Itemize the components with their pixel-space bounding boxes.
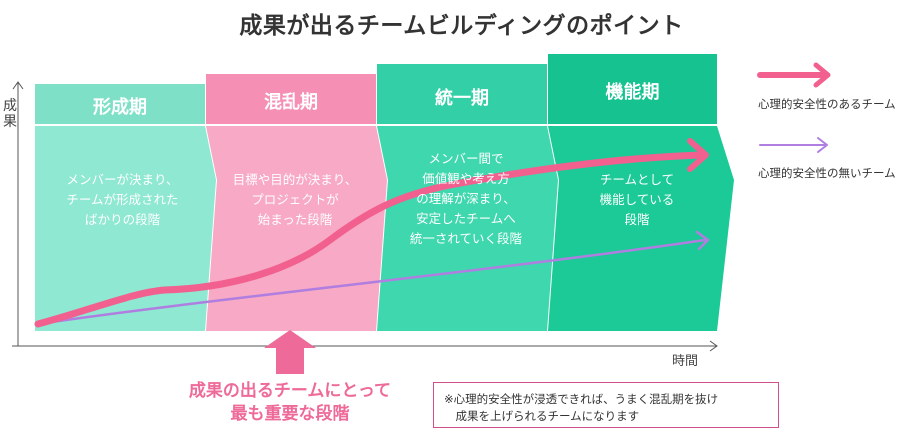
legend-arrowhead-with-safety — [813, 62, 831, 88]
curve-without-safety — [36, 238, 707, 326]
phase-description-4: チームとして 機能している 段階 — [599, 172, 675, 227]
phase-header-1 — [35, 84, 205, 124]
phase-header-3 — [377, 64, 547, 124]
callout-up-arrow — [264, 330, 316, 374]
phase-title-3: 統一期 — [435, 88, 489, 109]
curve-with-safety-arrowhead — [687, 138, 709, 172]
phase-description-1: メンバーが決まり、 チームが形成された ばかりの段階 — [66, 172, 179, 227]
phase-header-2 — [206, 74, 376, 124]
phase-body-4 — [548, 126, 734, 331]
diagram-title: 成果が出るチームビルディングのポイント — [239, 13, 684, 39]
phase-description-3: メンバー間で 価値観や考え方 の理解が深まり、 安定したチームへ 統一されていく… — [409, 151, 523, 246]
note-box: ※心理的安全性が浸透できれば、うまく混乱期を抜け 成果を上げられるチームになりま… — [433, 382, 779, 428]
phase-title-2: 混乱期 — [264, 92, 318, 113]
y-axis-arrow — [12, 81, 24, 90]
curve-without-safety-arrowhead — [695, 230, 710, 251]
phase-title-4: 機能期 — [605, 82, 660, 103]
phase-body-1 — [35, 126, 216, 331]
curve-with-safety — [34, 151, 704, 328]
y-axis-label: 成 果 — [3, 98, 17, 130]
phase-description-2: 目標や目的が決まり、 プロジェクトが 始まった段階 — [232, 172, 358, 227]
legend-arrowhead-without-safety — [817, 137, 828, 153]
phase-title-1: 形成期 — [93, 97, 147, 118]
x-axis-arrow — [709, 340, 718, 352]
legend-label-without-safety: 心理的安全性の無いチーム — [758, 166, 896, 180]
x-axis-label: 時間 — [672, 354, 699, 369]
legend-label-with-safety: 心理的安全性のあるチーム — [758, 97, 896, 111]
phase-header-4 — [548, 54, 717, 124]
callout-text: 成果の出るチームにとって 最も重要な段階 — [188, 381, 392, 424]
